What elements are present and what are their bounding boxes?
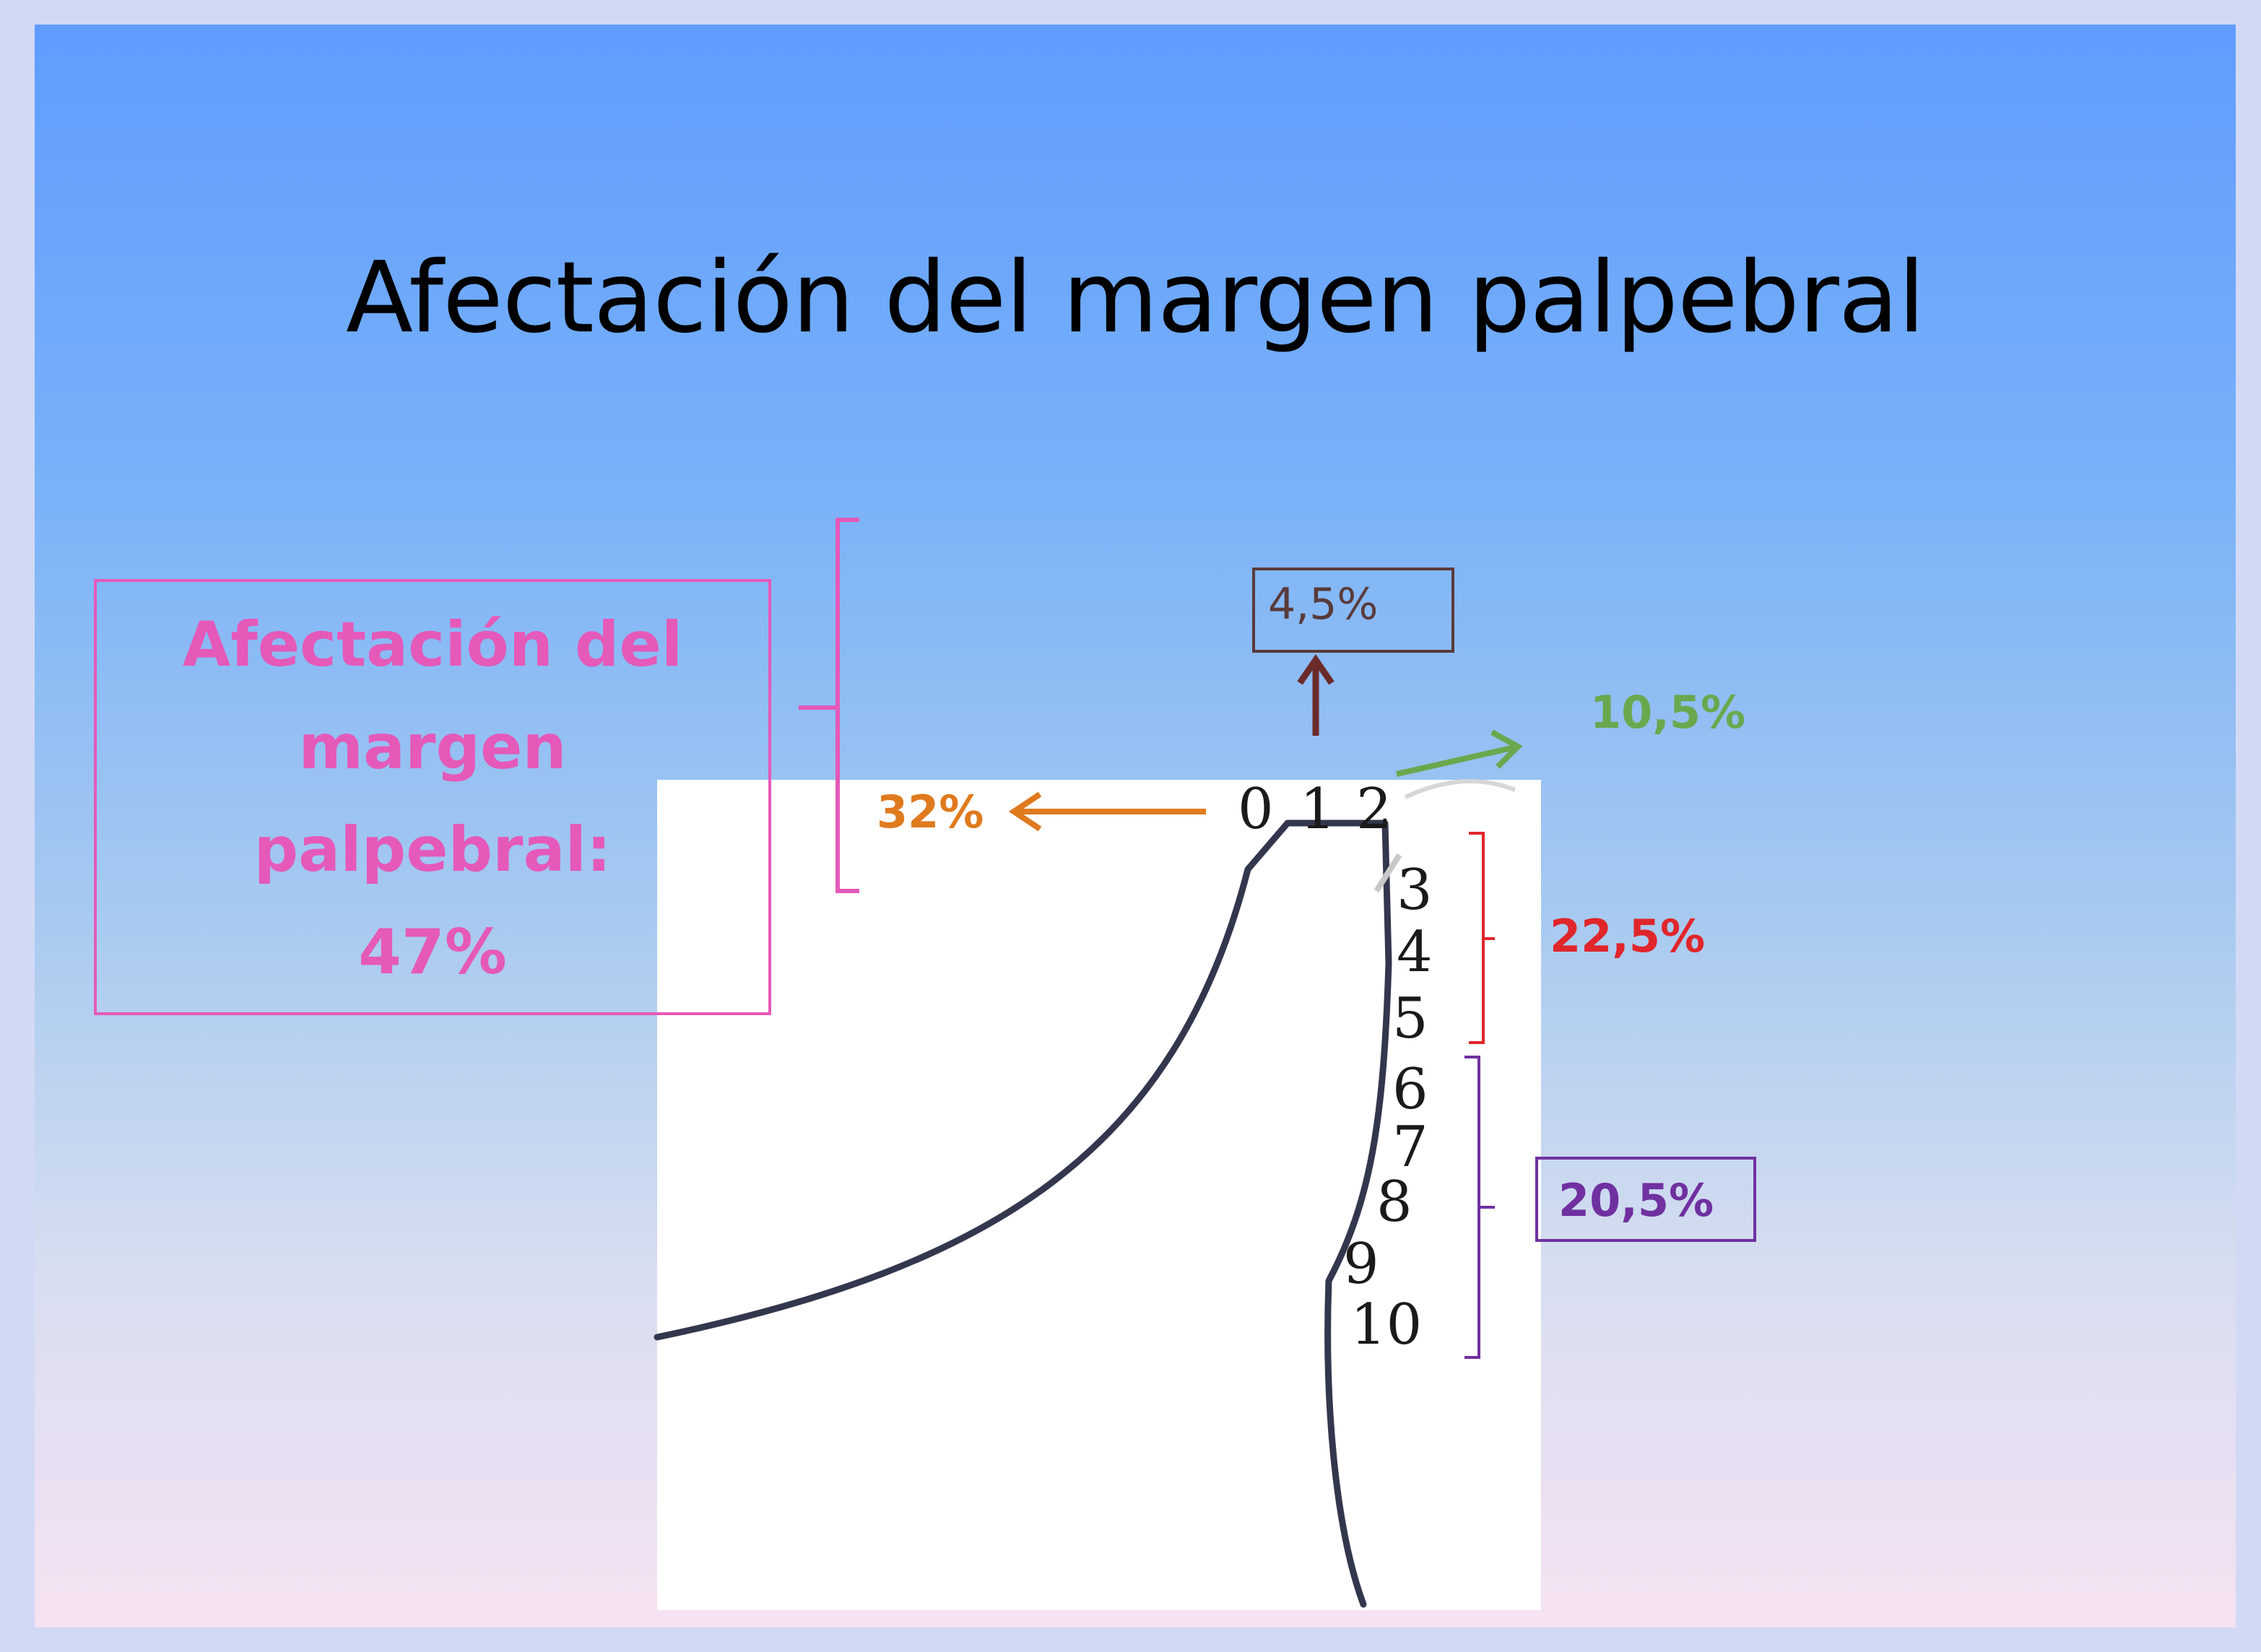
bracket-zones-6-10 [1464,1056,1495,1359]
percent-zones-6-10: 20,5% [1558,1174,1714,1227]
margin-number-9: 9 [1343,1232,1379,1297]
margin-number-6: 6 [1392,1057,1428,1122]
summary-line-2: margen [298,711,567,783]
summary-line-3: palpebral: [253,814,612,886]
slide-title: Afectación del margen palpebral [346,241,1925,355]
summary-text: Afectación del margen palpebral: 47% [94,594,771,1004]
margin-number-5: 5 [1392,986,1428,1051]
eyelash-hint [1404,779,1516,799]
margin-number-3: 3 [1397,858,1433,923]
margin-number-2: 2 [1356,777,1392,842]
slide: Afectación del margen palpebral [35,25,2236,1627]
eyelid-image-panel [657,780,1541,1610]
arrow-right-zone-2 [1396,744,1519,777]
eyelash-hint [1373,853,1402,893]
summary-line-4: 47% [358,916,507,988]
percent-zone-1: 4,5% [1268,579,1379,630]
arrow-up-zone-1-head [1297,654,1335,685]
margin-number-1: 1 [1300,777,1336,842]
arrow-left-zone-0-head [1008,791,1042,832]
margin-number-0: 0 [1238,777,1274,842]
eyelid-diagram [654,518,1523,1608]
margin-number-4: 4 [1397,920,1433,985]
percent-zones-3-5: 22,5% [1550,910,1706,962]
eyelid-contour [654,820,1392,1608]
bracket-zones-3-5 [1469,832,1495,1044]
summary-line-1: Afectación del [182,609,683,681]
percent-zones-6-10-box [1535,1157,1756,1242]
margin-number-8: 8 [1376,1170,1412,1235]
percent-zone-1-box [1252,568,1454,653]
margin-number-7: 7 [1392,1115,1428,1180]
percent-zone-0: 32% [877,786,984,838]
arrow-right-zone-2-head [1490,729,1523,769]
summary-box [94,579,771,1015]
margin-number-10: 10 [1350,1292,1423,1357]
summary-brace [799,518,859,893]
percent-zone-2: 10,5% [1590,686,1746,739]
